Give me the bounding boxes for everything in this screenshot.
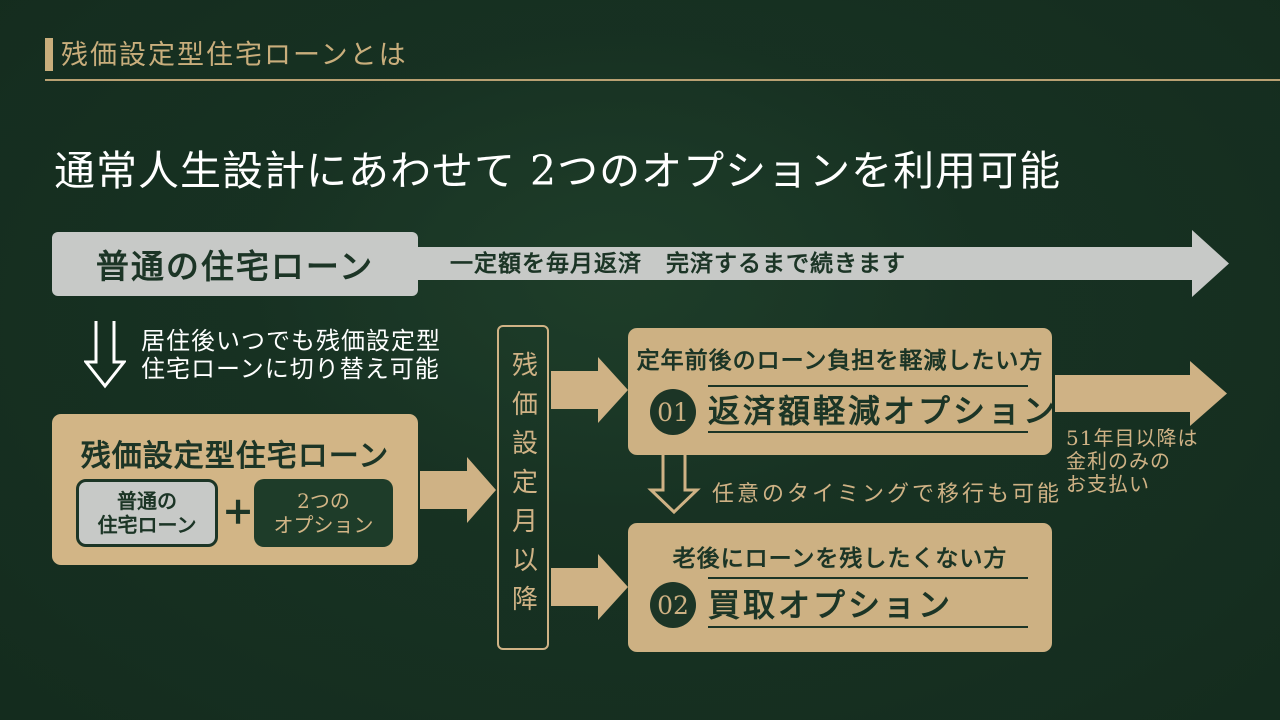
after-years-arrow (1055, 375, 1190, 412)
header-divider (45, 79, 1280, 81)
zanka-component-normal-box: 普通の 住宅ローン (76, 479, 218, 547)
option2-number-badge: 02 (650, 582, 696, 628)
switch-note-line2: 住宅ローンに切り替え可能 (141, 355, 440, 383)
arrow-to-option2-head-icon (598, 554, 628, 620)
plus-sign: + (222, 488, 254, 533)
normal-loan-box: 普通の住宅ローン (52, 232, 418, 296)
arrow-to-milestone-head-icon (467, 457, 496, 523)
zanka-loan-title: 残価設定型住宅ローン (80, 439, 390, 474)
arrow-to-option2 (551, 568, 598, 606)
switch-note-line1: 居住後いつでも残価設定型 (141, 327, 441, 355)
normal-loan-arrow-head-icon (1192, 230, 1229, 297)
main-title: 通常人生設計にあわせて 2つのオプションを利用可能 (54, 147, 1062, 195)
option1-number-badge: 01 (650, 389, 696, 435)
switch-note: 居住後いつでも残価設定型 住宅ローンに切り替え可能 (141, 327, 441, 383)
option1-title-block: 返済額軽減オプション (708, 385, 1055, 433)
header-accent-bar (45, 38, 53, 71)
component-options-line2: オプション (273, 513, 374, 537)
component-normal-line1: 普通の (117, 489, 177, 513)
option2-title: 買取オプション (708, 585, 954, 624)
page-title: 残価設定型住宅ローンとは (61, 40, 408, 71)
option1-title: 返済額軽減オプション (708, 392, 1059, 430)
zanka-component-options-box: 2つの オプション (254, 479, 393, 547)
option1-box: 定年前後のローン負担を軽減したい方 01 返済額軽減オプション (628, 328, 1055, 455)
normal-loan-label: 普通の住宅ローン (95, 247, 375, 286)
after-years-note-line2: 金利のみの (1066, 449, 1171, 473)
after-years-note: 51年目以降は 金利のみの お支払い (1066, 427, 1198, 496)
component-options-line1: 2つの (297, 489, 350, 513)
after-years-arrow-head-icon (1190, 361, 1227, 426)
transition-down-arrow-icon (647, 455, 701, 519)
milestone-box: 残価設定月以降 (497, 325, 549, 650)
transition-note: 任意のタイミングで移行も可能 (712, 482, 1063, 507)
after-years-note-line3: お支払い (1066, 472, 1150, 496)
arrow-to-milestone (420, 471, 467, 509)
after-years-note-line1: 51年目以降は (1066, 426, 1199, 450)
milestone-label: 残価設定月以降 (507, 351, 538, 624)
normal-loan-arrow (418, 247, 1192, 280)
arrow-to-option1 (551, 371, 598, 409)
switch-down-arrow-icon (82, 321, 128, 393)
option2-box: 老後にローンを残したくない方 02 買取オプション (628, 523, 1052, 652)
component-normal-line2: 住宅ローン (97, 513, 197, 537)
arrow-to-option1-head-icon (598, 357, 628, 423)
zanka-loan-box: 残価設定型住宅ローン 普通の 住宅ローン + 2つの オプション (52, 414, 418, 565)
normal-loan-arrow-note: 一定額を毎月返済 完済するまで続きます (450, 250, 906, 277)
option2-subtitle: 老後にローンを残したくない方 (672, 545, 1008, 572)
option2-title-block: 買取オプション (708, 577, 1028, 628)
option1-subtitle: 定年前後のローン負担を軽減したい方 (636, 347, 1044, 374)
